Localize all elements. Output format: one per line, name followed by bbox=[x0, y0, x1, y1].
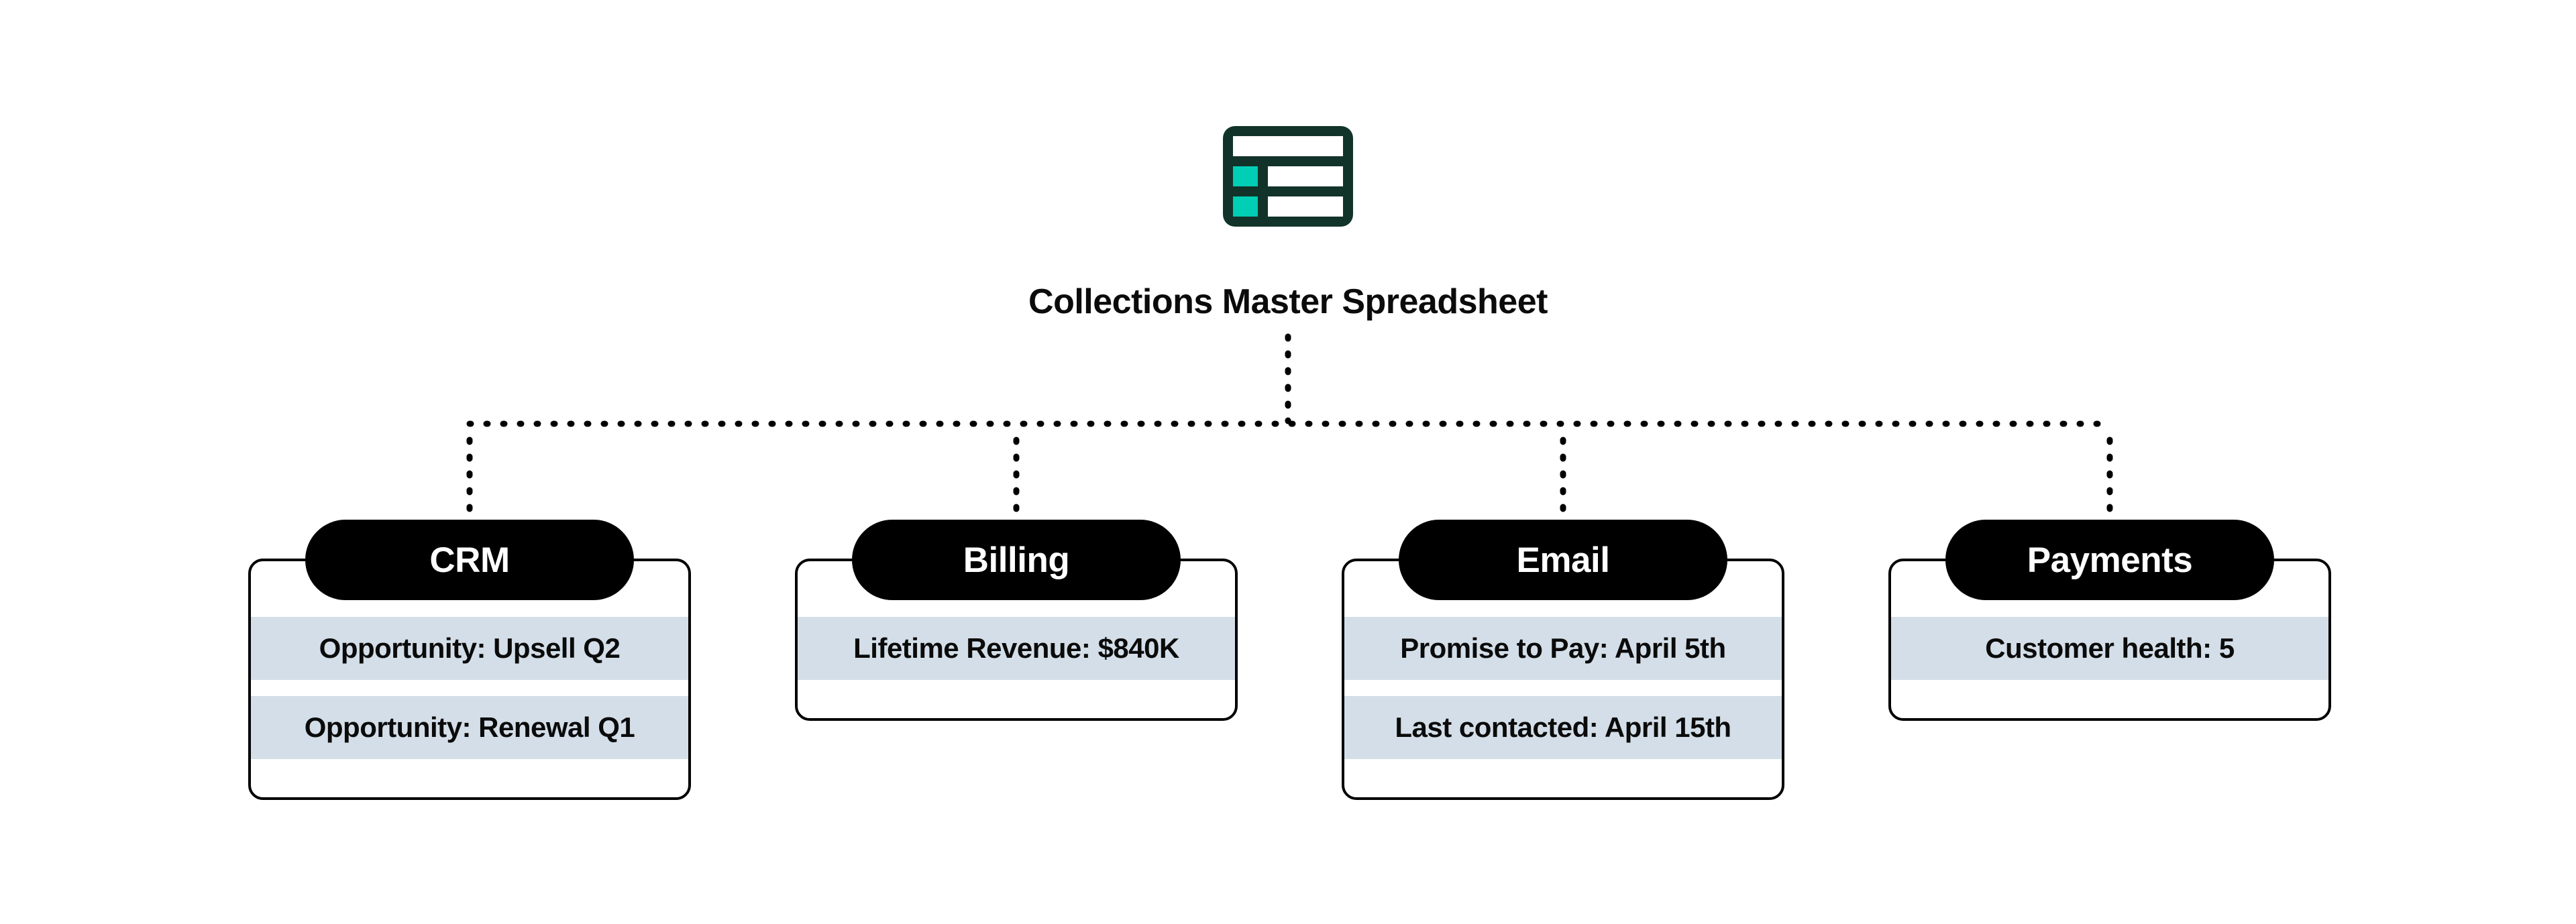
spreadsheet-icon-white-cell bbox=[1268, 166, 1343, 186]
node-email-row-text: Promise to Pay: April 5th bbox=[1400, 632, 1726, 664]
node-payments-label: Payments bbox=[2027, 540, 2193, 580]
spreadsheet-icon-teal-cell bbox=[1233, 196, 1258, 217]
node-email-row: Promise to Pay: April 5th bbox=[1344, 617, 1782, 680]
node-crm: CRM Opportunity: Upsell Q2 Opportunity: … bbox=[248, 520, 691, 800]
node-payments-row-text: Customer health: 5 bbox=[1985, 632, 2235, 664]
node-billing-row-text: Lifetime Revenue: $840K bbox=[853, 632, 1179, 664]
spreadsheet-icon-white-cell bbox=[1268, 196, 1343, 217]
diagram-title: Collections Master Spreadsheet bbox=[1028, 282, 1548, 321]
node-email-header-pill: Email bbox=[1399, 520, 1727, 600]
node-crm-row: Opportunity: Renewal Q1 bbox=[251, 696, 688, 759]
spreadsheet-icon-header-row bbox=[1233, 136, 1343, 156]
node-email: Email Promise to Pay: April 5th Last con… bbox=[1342, 520, 1784, 800]
node-email-label: Email bbox=[1516, 540, 1610, 580]
node-payments-header-pill: Payments bbox=[1945, 520, 2274, 600]
node-payments-row: Customer health: 5 bbox=[1891, 617, 2328, 680]
node-billing-header-pill: Billing bbox=[852, 520, 1181, 600]
node-email-row-text: Last contacted: April 15th bbox=[1395, 711, 1731, 743]
node-billing: Billing Lifetime Revenue: $840K bbox=[795, 520, 1238, 721]
spreadsheet-icon-teal-cell bbox=[1233, 166, 1258, 186]
node-billing-label: Billing bbox=[963, 540, 1070, 580]
node-payments: Payments Customer health: 5 bbox=[1888, 520, 2331, 721]
node-crm-label: CRM bbox=[429, 540, 510, 580]
node-crm-row: Opportunity: Upsell Q2 bbox=[251, 617, 688, 680]
node-crm-header-pill: CRM bbox=[305, 520, 634, 600]
node-crm-row-text: Opportunity: Renewal Q1 bbox=[304, 711, 635, 743]
spreadsheet-table-icon bbox=[1223, 126, 1353, 227]
node-crm-row-text: Opportunity: Upsell Q2 bbox=[319, 632, 621, 664]
node-email-row: Last contacted: April 15th bbox=[1344, 696, 1782, 759]
node-billing-row: Lifetime Revenue: $840K bbox=[798, 617, 1235, 680]
